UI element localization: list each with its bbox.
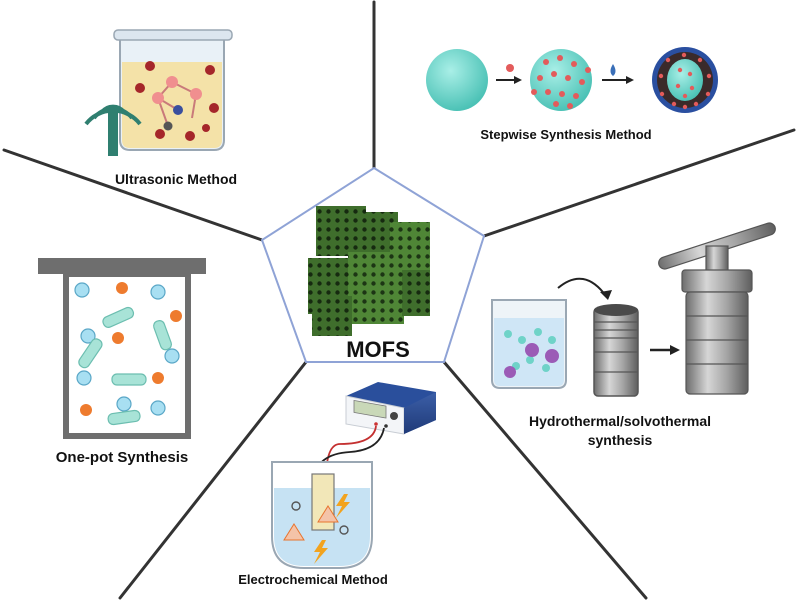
divider-lower-left [118,360,308,600]
electrochemical-cell-icon [271,461,373,569]
onepot-label: One-pot Synthesis [56,449,189,466]
divider-upper-right [482,128,796,238]
curved-arrow-icon [557,277,607,297]
hydrothermal-label-line1: Hydrothermal/solvothermal [529,413,711,429]
mof-cubes-icon [308,206,430,336]
divider-upper-left [2,148,264,242]
hydrothermal-label-line2: synthesis [588,432,653,448]
ultrasonic-label: Ultrasonic Method [115,171,237,187]
center-label: MOFS [346,337,410,362]
onepot-vessel-icon [38,258,206,439]
ultrasonic-beaker-icon [113,29,233,151]
stepwise-diagram [426,47,718,113]
bare-sphere-icon [426,49,488,111]
hydrothermal-beaker-icon [491,299,567,389]
solution-drop-icon [610,64,616,76]
divider-lower-right [442,360,648,600]
ultrasonic-probe-icon [84,104,142,156]
electrochemical-label: Electrochemical Method [238,572,388,587]
power-supply-icon [345,382,436,435]
autoclave-reactor-icon [658,222,776,395]
stepwise-label: Stepwise Synthesis Method [480,127,651,142]
reagent-dot-icon [506,64,514,72]
autoclave-liner-icon [593,304,639,397]
